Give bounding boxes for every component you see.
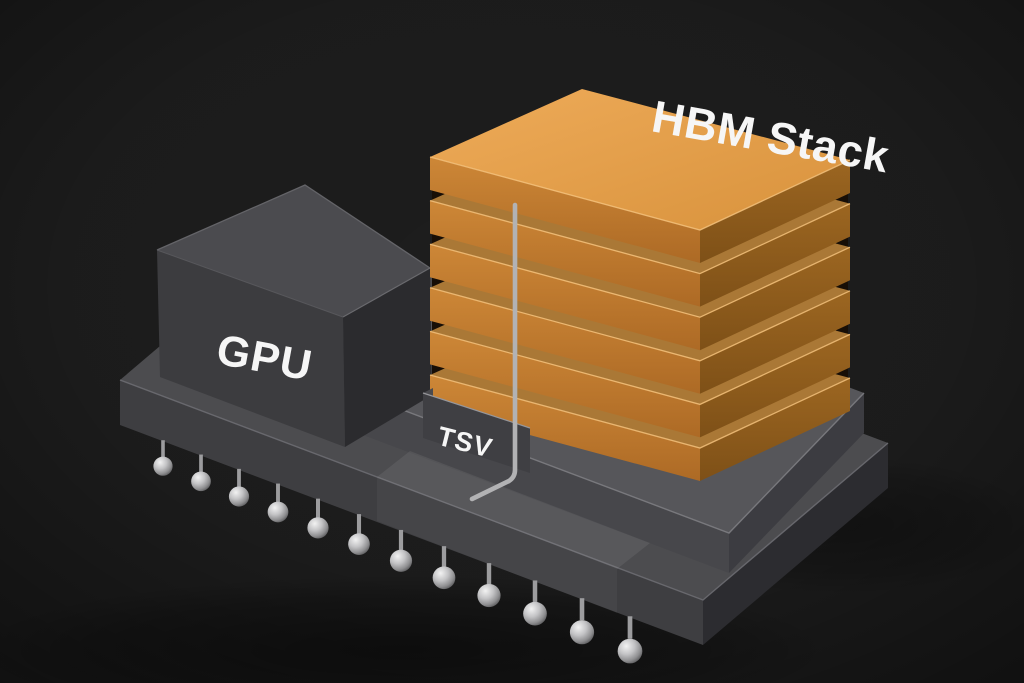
- pin-ball: [389, 549, 413, 572]
- pin-ball: [523, 601, 547, 626]
- hbm-layer-edge-highlight: [429, 374, 851, 449]
- tsv-edge-highlight: [422, 392, 531, 429]
- hbm-layer-edge-highlight: [429, 199, 851, 275]
- gpu-side-face: [343, 268, 432, 447]
- pin-ball: [191, 471, 211, 492]
- hbm-layer-side-face: [700, 203, 850, 307]
- hbm-layer-side-face: [700, 247, 850, 351]
- substrate-sheen-top: [377, 451, 650, 569]
- pin-ball: [477, 583, 501, 608]
- gpu-top-edge-highlight: [156, 184, 431, 269]
- substrate-front-face: [120, 380, 703, 645]
- substrate-sheen-front: [377, 477, 617, 613]
- hbm-layer-edge-highlight: [429, 156, 851, 231]
- hbm-layer-side-face: [700, 160, 850, 263]
- interposer-side-face: [729, 393, 864, 573]
- hbm-layer-front-face: [430, 331, 700, 438]
- hbm-layer-side-face: [700, 290, 850, 394]
- hbm-layer-edge-highlight: [429, 330, 851, 406]
- hbm-layer-front-face: [430, 375, 700, 481]
- hbm-layer-side-face: [700, 334, 850, 438]
- tsv-wire: [469, 202, 518, 502]
- hbm-layer: [429, 89, 851, 263]
- hbm-layer-edge-highlight: [429, 243, 851, 318]
- gpu-right-edge-highlight: [342, 267, 431, 318]
- hbm-stack: [429, 89, 851, 481]
- solder-pins: [153, 440, 643, 664]
- hbm-layer-side-face: [700, 378, 850, 481]
- pin-ball: [307, 517, 329, 539]
- hbm-layer-top-face: [430, 89, 850, 230]
- substrate-edge-highlight: [119, 379, 889, 601]
- tsv-front-face: [423, 393, 530, 473]
- gpu-front-face: [157, 250, 345, 447]
- pin-ball: [432, 566, 456, 590]
- gpu-top-face: [157, 185, 430, 317]
- hbm-layer-front-face: [430, 244, 700, 351]
- hbm-layer-edge-highlight: [429, 287, 851, 362]
- tsv-base: [422, 388, 531, 473]
- pin-ball: [348, 533, 370, 555]
- pin-ball: [228, 486, 250, 507]
- hbm-layer-front-face: [430, 200, 700, 307]
- pin-ball: [153, 456, 173, 476]
- pin-ball: [569, 620, 595, 645]
- gpu-front-edge-highlight: [156, 249, 344, 318]
- hbm-layer-front-face: [430, 287, 700, 394]
- pin-ball: [267, 501, 289, 523]
- hbm-layer-front-face: [430, 157, 700, 263]
- gpu-die: [156, 184, 432, 447]
- pin-ball: [617, 638, 643, 664]
- substrate-side-face: [703, 443, 888, 645]
